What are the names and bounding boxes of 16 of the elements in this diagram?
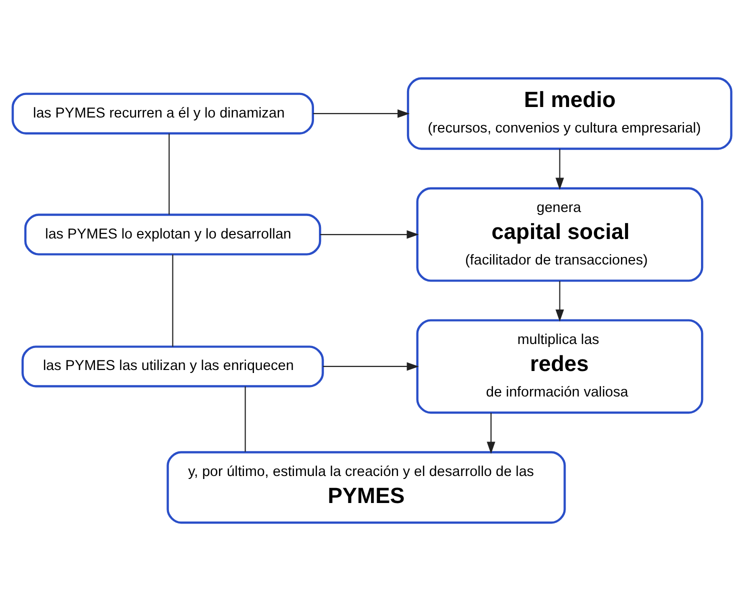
- arrow: [556, 281, 564, 322]
- arrow: [313, 109, 410, 118]
- node-box: las PYMES lo explotan y lo desarrollan: [24, 214, 322, 256]
- node-box: y, por último, estimula la creación y el desarrollo de las PYMES: [166, 451, 566, 524]
- node-box: las PYMES recurren a él y lo dinamizan: [12, 92, 314, 134]
- connector: [168, 134, 170, 215]
- node-box: genera capital social (facilitador de transacciones): [416, 187, 704, 282]
- arrow: [556, 148, 564, 190]
- arrow: [320, 230, 419, 239]
- node-box: las PYMES las utilizan y las enriquecen: [22, 346, 324, 388]
- connector: [172, 254, 174, 347]
- arrow: [486, 412, 496, 454]
- arrow: [322, 362, 419, 371]
- node-box: multiplica las redes de información valiosa: [416, 319, 704, 414]
- node-box: El medio (recursos, convenios y cultura empresarial): [406, 77, 732, 150]
- connector: [244, 386, 246, 452]
